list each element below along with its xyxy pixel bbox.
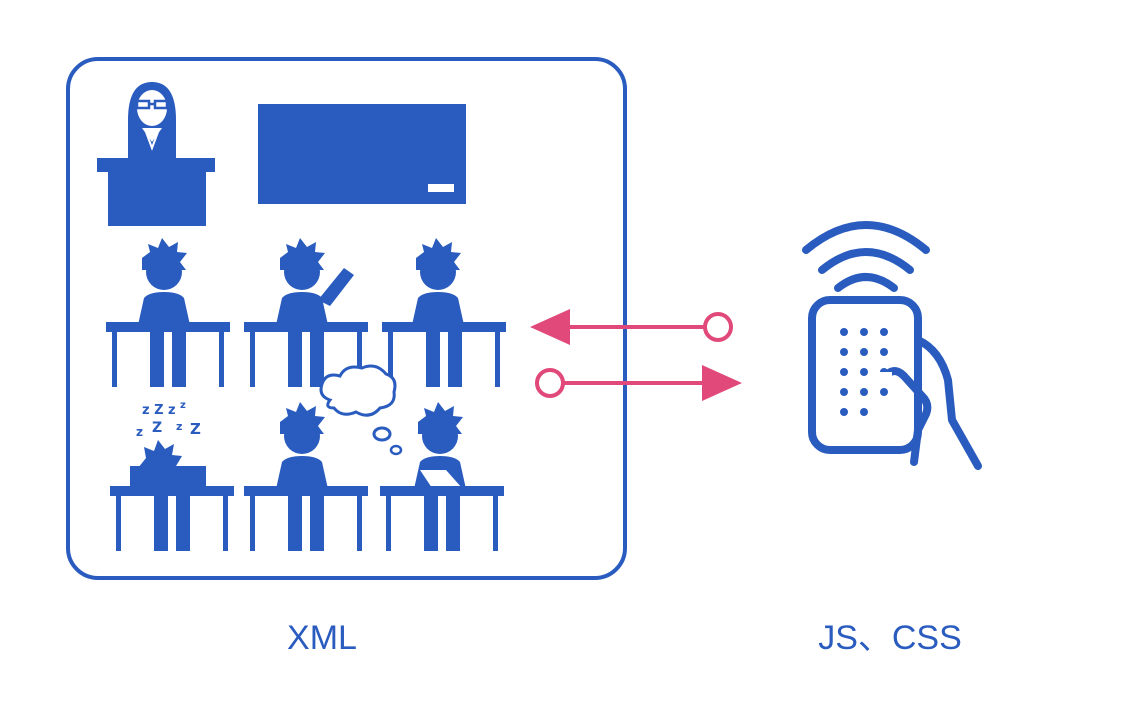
svg-text:Z: Z [190, 420, 201, 438]
wifi-signal-icon [802, 221, 930, 292]
js-css-label: JS、CSS [818, 619, 962, 657]
student-2-raising-hand [244, 238, 368, 387]
student-5-thinking [244, 364, 403, 551]
classroom-icon [66, 57, 627, 580]
svg-text:Z: Z [152, 420, 162, 436]
svg-text:z: z [176, 420, 182, 433]
arrow-to-js-css [535, 365, 742, 401]
arrow-to-xml [530, 309, 733, 345]
student-3 [382, 238, 506, 387]
svg-text:z Z z: z Z z [142, 403, 176, 418]
teacher-icon [97, 82, 215, 226]
student-6-writing [380, 402, 504, 551]
svg-text:z: z [136, 425, 143, 439]
blackboard-icon [258, 104, 466, 204]
student-4-sleeping: z Z z z z Z z Z [110, 400, 234, 551]
svg-text:z: z [180, 400, 186, 411]
xml-label: XML [287, 619, 357, 657]
remote-control-icon [808, 296, 922, 454]
student-1 [106, 238, 230, 387]
hand-icon [880, 336, 982, 470]
